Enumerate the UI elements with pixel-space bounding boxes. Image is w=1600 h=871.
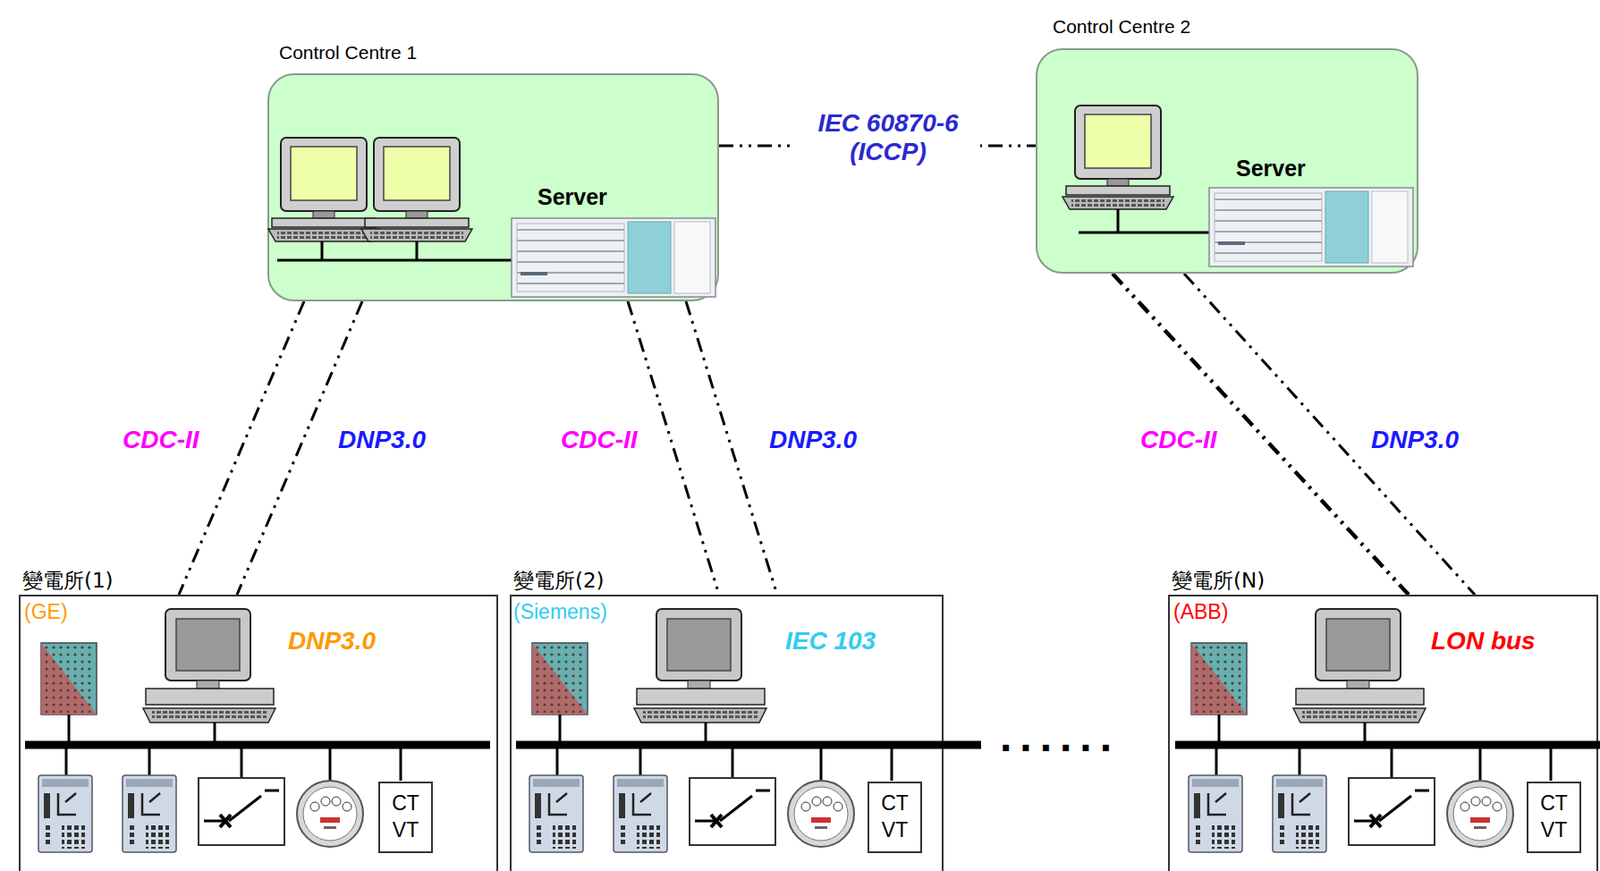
protocol-label: LON bus [1430, 626, 1536, 656]
ct-vt-box: CT VT [867, 781, 923, 854]
substation: 變電所(1)(GE)DNP3.0CT VT [18, 594, 499, 871]
control-centre: Control Centre 1Server [267, 73, 720, 302]
cctitle-text: Control Centre 2 [1052, 16, 1191, 38]
connector [627, 301, 720, 595]
server-box: Server [537, 182, 611, 212]
server-text: Server [1235, 155, 1306, 182]
subtitle-text: 變電所(1) [22, 568, 114, 593]
substation: 變電所(N)(ABB)LON busCT VT [1168, 594, 1599, 871]
connector [1184, 273, 1475, 595]
cctitle-text: Control Centre 1 [279, 42, 417, 64]
connector [1112, 273, 1409, 595]
ellipsis-mark: ...... [999, 711, 1120, 762]
edge-label: DNP3.0 [1368, 425, 1462, 455]
subtitle-text: 變電所(2) [513, 568, 605, 593]
vendor-text: (Siemens) [513, 600, 608, 624]
substation: 變電所(2)(Siemens)IEC 103CT VT [509, 594, 944, 871]
subtitle-text: 變電所(N) [1171, 568, 1265, 593]
ctvt-text: CT VT [380, 790, 432, 845]
edge-label: DNP3.0 [766, 425, 860, 455]
vendor-text: (ABB) [1173, 600, 1228, 624]
control-centre: Control Centre 2Server [1035, 48, 1419, 274]
edge-label: DNP3.0 [335, 425, 429, 455]
server-text: Server [537, 184, 608, 211]
edge-label: CDC-II [119, 425, 203, 455]
ct-vt-box: CT VT [378, 781, 433, 854]
protocol-label: DNP3.0 [287, 626, 376, 656]
vendor-text: (GE) [24, 600, 68, 624]
ct-vt-box: CT VT [1526, 781, 1582, 854]
server-box: Server [1235, 153, 1310, 184]
protocol-label: IEC 103 [785, 626, 876, 656]
edge-label: CDC-II [558, 425, 641, 455]
edge-label: IEC 60870-6 (ICCP) [795, 109, 981, 167]
connector [685, 301, 778, 595]
ctvt-text: CT VT [869, 790, 921, 845]
ctvt-text: CT VT [1528, 790, 1580, 845]
edge-label: CDC-II [1137, 425, 1220, 455]
